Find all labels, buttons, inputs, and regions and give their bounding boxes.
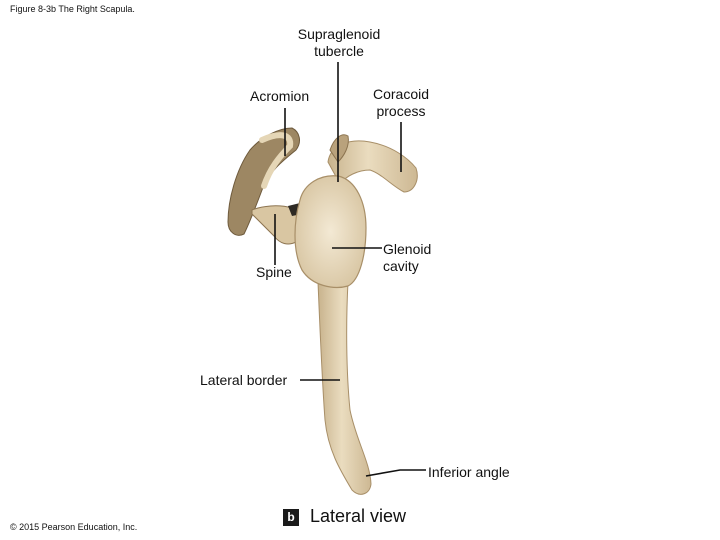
label-supraglenoid-line2: tubercle	[314, 43, 364, 59]
copyright-notice: © 2015 Pearson Education, Inc.	[10, 522, 138, 532]
label-lateral-border: Lateral border	[200, 372, 288, 388]
label-glenoid-line2: cavity	[383, 258, 419, 274]
label-glenoid-cavity: Glenoid cavity	[383, 241, 431, 275]
scapula-shaft	[317, 281, 372, 495]
label-coracoid-line2: process	[376, 103, 426, 119]
glenoid-head	[294, 175, 367, 289]
leader-lines	[274, 62, 426, 477]
label-coracoid-line1: Coracoid	[372, 86, 430, 102]
label-supraglenoid-tubercle: Supraglenoid tubercle	[289, 26, 389, 60]
label-spine: Spine	[256, 264, 292, 280]
label-supraglenoid-line1: Supraglenoid	[297, 26, 381, 42]
label-acromion: Acromion	[250, 88, 310, 104]
label-coracoid-process: Coracoid process	[364, 86, 438, 120]
inferior-angle-leader	[365, 469, 426, 477]
view-badge: b	[283, 509, 299, 526]
figure-title: Figure 8-3b The Right Scapula.	[10, 4, 135, 14]
label-inferior-angle: Inferior angle	[428, 464, 510, 480]
coracoid-bone	[327, 140, 418, 193]
acromion-edge	[259, 132, 294, 189]
supraglenoid-ridge	[329, 134, 349, 163]
label-glenoid-line1: Glenoid	[383, 241, 432, 257]
view-title: Lateral view	[310, 506, 407, 526]
